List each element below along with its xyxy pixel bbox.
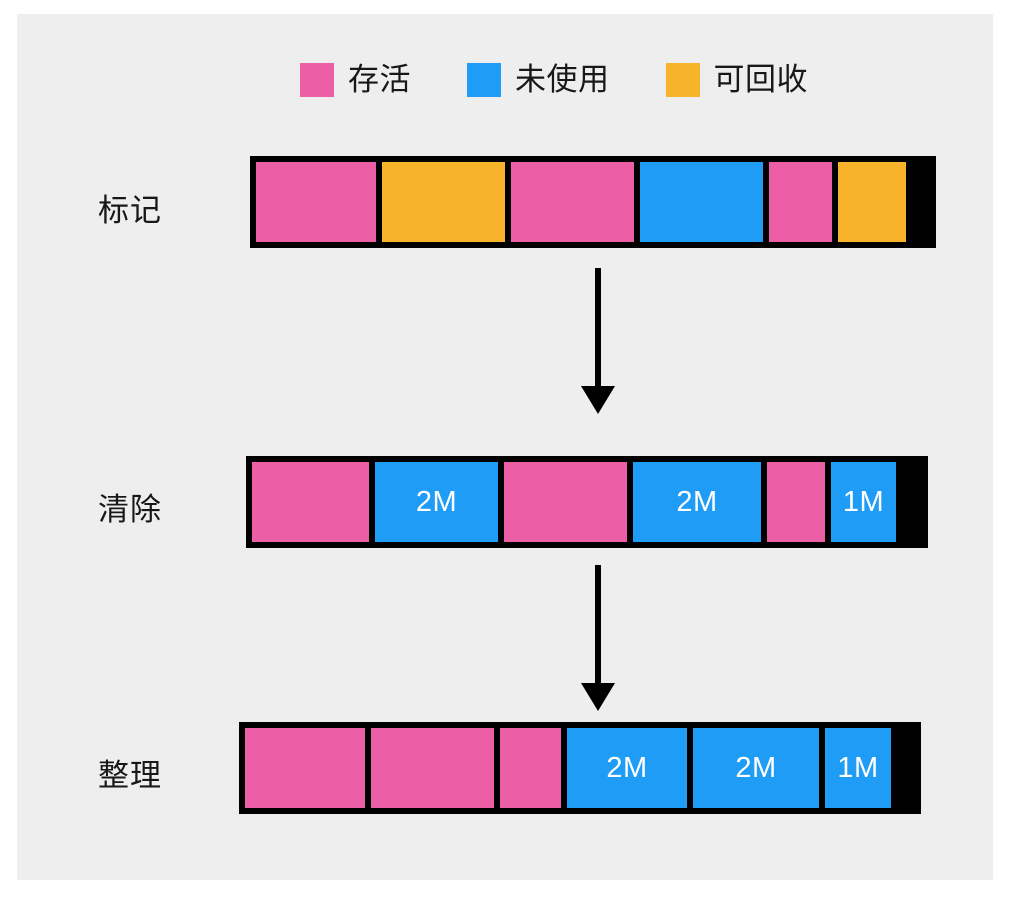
memory-cell-label: 2M <box>415 485 458 518</box>
memory-cell: 2M <box>567 728 693 808</box>
arrow-shaft <box>595 268 601 388</box>
memory-cell <box>245 728 371 808</box>
memory-bar-mark <box>250 156 936 248</box>
legend-swatch-garbage-icon <box>665 63 700 97</box>
arrow-head-icon <box>581 386 615 414</box>
legend-swatch-live-icon <box>300 63 334 97</box>
memory-cell: 1M <box>831 462 896 542</box>
memory-cell: 2M <box>693 728 825 808</box>
memory-cell <box>511 162 640 242</box>
memory-cell <box>838 162 906 242</box>
memory-cell: 1M <box>825 728 891 808</box>
legend-item-garbage: 可回收 <box>665 62 809 97</box>
arrow-sweep-to-compact <box>581 565 615 711</box>
legend-item-live: 存活 <box>300 63 411 97</box>
legend-label-unused: 未使用 <box>515 62 610 97</box>
memory-cell-label: 1M <box>842 485 885 518</box>
memory-cell-label: 2M <box>606 751 648 784</box>
legend: 存活 未使用 可回收 <box>300 60 808 100</box>
memory-cell <box>256 162 382 242</box>
arrow-head-icon <box>581 683 615 711</box>
memory-cell <box>371 728 500 808</box>
memory-cell <box>769 162 838 242</box>
memory-bar-sweep: 2M 2M 1M <box>246 456 928 548</box>
memory-cell <box>252 462 375 542</box>
memory-cell-label: 2M <box>735 751 777 784</box>
legend-label-live: 存活 <box>348 62 411 97</box>
memory-cell-label: 2M <box>676 485 718 518</box>
memory-cell: 2M <box>375 462 504 542</box>
memory-cell: 2M <box>633 462 767 542</box>
memory-cell <box>504 462 633 542</box>
memory-bar-compact: 2M 2M 1M <box>239 722 921 814</box>
row-label-compact: 整理 <box>98 758 162 793</box>
memory-cell <box>640 162 769 242</box>
arrow-mark-to-sweep <box>581 268 615 414</box>
row-label-mark: 标记 <box>98 193 162 228</box>
legend-label-garbage: 可回收 <box>713 62 808 97</box>
memory-cell <box>382 162 511 242</box>
legend-swatch-unused-icon <box>467 63 501 97</box>
memory-cell-label: 1M <box>837 751 879 784</box>
arrow-shaft <box>595 565 601 685</box>
memory-cell <box>500 728 567 808</box>
row-label-sweep: 清除 <box>98 492 162 527</box>
memory-cell <box>767 462 831 542</box>
legend-item-unused: 未使用 <box>467 63 610 97</box>
